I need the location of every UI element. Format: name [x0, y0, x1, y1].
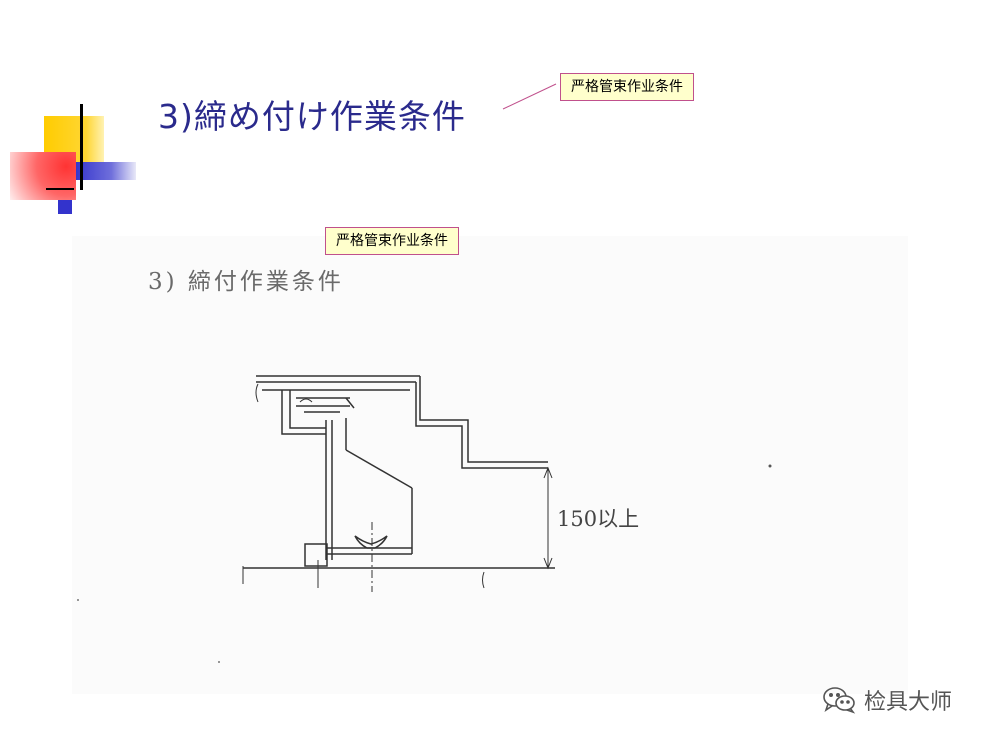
scanned-drawing-area: [72, 236, 908, 694]
dimension-label: 150以上: [557, 507, 640, 531]
watermark: 检具大师: [822, 684, 952, 716]
watermark-text: 检具大师: [864, 690, 953, 715]
slide-title: 3)締め付け作業条件: [158, 97, 466, 136]
wechat-icon: [823, 687, 856, 714]
callout-top: 严格管束作业条件: [560, 73, 694, 101]
corner-decoration: [0, 100, 140, 220]
callout-drawing: 严格管束作业条件: [325, 227, 459, 255]
scanned-heading: 3) 締付作業条件: [148, 269, 344, 295]
